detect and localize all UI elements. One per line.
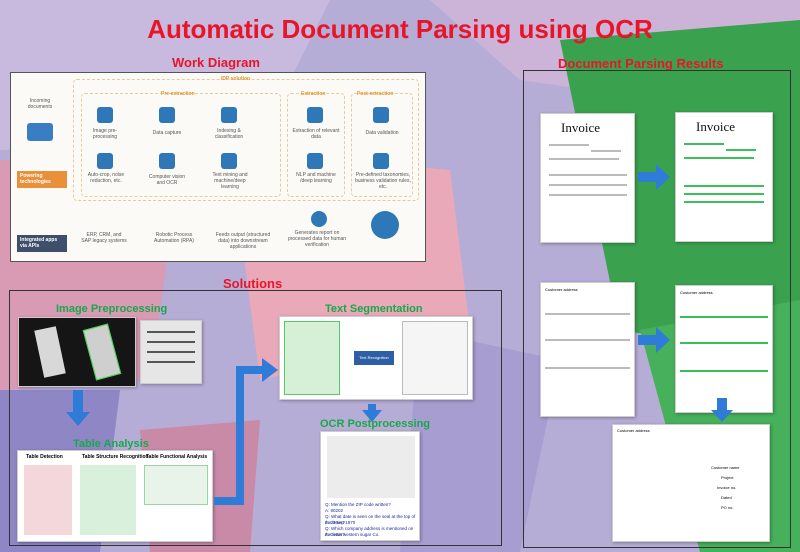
receipt-original: Customer address [540, 282, 635, 417]
table-analysis-image: Table Detection Table Structure Recognit… [17, 450, 213, 542]
step-taxonomies: Pre-defined taxonomies, business validat… [355, 172, 411, 190]
textmining-icon [221, 153, 237, 169]
results-title: Document Parsing Results [558, 56, 724, 71]
table-analysis-title: Table Analysis [73, 438, 149, 450]
output-date: Dated [721, 495, 732, 500]
validation-icon [373, 107, 389, 123]
pre-label: Pre-extraction [161, 91, 195, 97]
qa-q2: Q: What date is seen on the seal at the … [325, 514, 416, 525]
solutions-panel [9, 290, 502, 546]
integrated-label: Integrated apps via APIs [17, 235, 67, 252]
autocrop-icon [97, 153, 113, 169]
invoice-title: Invoice [561, 120, 600, 135]
structured-output: Customer address Customer name Project I… [612, 424, 770, 542]
output-customer-name: Customer name [711, 465, 740, 470]
page-title: Automatic Document Parsing using OCR [147, 14, 653, 44]
user-icon [311, 211, 327, 227]
step-capture: Data capture [152, 130, 182, 136]
qa-a3: A: Great western sugar Co. [325, 532, 380, 537]
data-capture-icon [159, 107, 175, 123]
image-pre-title: Image Preprocessing [56, 303, 168, 315]
step-validation: Data validation [365, 130, 399, 136]
customer-address-label: Customer address [545, 287, 578, 292]
powering-label: Powering technologies [17, 171, 67, 188]
idp-label: IDP solution [221, 76, 251, 82]
funnel-icon [307, 107, 323, 123]
invoice-original: Invoice [540, 113, 635, 243]
receipt-parsed: Customer address [675, 285, 773, 413]
cleaned-scan-image [140, 320, 202, 384]
idp-box [73, 79, 419, 201]
vision-icon [159, 153, 175, 169]
output-docs-icon [371, 211, 399, 239]
table-functional-label: Table Functional Analysis [146, 454, 208, 460]
step-cv: Computer vision and OCR [148, 174, 186, 186]
step-image-pre: Image pre-processing [92, 128, 118, 140]
output-project: Project [721, 475, 734, 480]
invoice-parsed-title: Invoice [696, 119, 735, 134]
work-diagram-panel: IDP solution Pre-extraction Extraction P… [10, 72, 426, 262]
step-extraction: Extraction of relevant data [292, 128, 340, 140]
results-panel [523, 70, 791, 548]
qa-q1: Q: Mention the ZIP code written? [325, 502, 391, 507]
invoice-parsed: Invoice [675, 112, 773, 242]
indexing-icon [221, 107, 237, 123]
step-textmining: Text mining and machine/deep learning [212, 172, 248, 190]
output-invoice-no: Invoice no. [717, 485, 737, 490]
documents-icon [27, 123, 53, 141]
step-erp: ERP, CRM, and SAP legacy systems [81, 232, 127, 244]
text-recognition-box: Text Recognition [354, 351, 394, 365]
text-seg-image: Text Recognition [279, 316, 473, 400]
extraction-box [287, 93, 345, 197]
step-nlp: NLP and machine /deep learning [296, 172, 336, 184]
taxonomy-icon [373, 153, 389, 169]
table-structure-label: Table Structure Recognition [82, 454, 149, 460]
qa-q3: Q: Which company address is mentioned on… [325, 526, 414, 537]
output-customer-address: Customer address [617, 428, 650, 433]
customer-address-parsed: Customer address [680, 290, 713, 295]
work-diagram-title: Work Diagram [172, 55, 260, 70]
ocr-post-title: OCR Postprocessing [320, 418, 431, 430]
pre-box [81, 93, 281, 197]
step-report: Generates report on processed data for h… [287, 230, 347, 248]
step-autocrop: Auto-crop, noise reduction, etc. [87, 172, 125, 184]
output-po: PO no. [721, 505, 734, 510]
qa-a1: A: 80202 [325, 508, 344, 513]
step-feeds: Feeds output (structured data) into down… [215, 232, 271, 250]
extraction-label: Extraction [301, 91, 326, 97]
dark-scan-image [18, 317, 136, 387]
table-detection-label: Table Detection [26, 454, 63, 460]
nlp-icon [307, 153, 323, 169]
qa-a2: A: 23 sep 1970 [325, 520, 356, 525]
image-preprocess-icon [97, 107, 113, 123]
post-box [351, 93, 413, 197]
solutions-title: Solutions [223, 276, 283, 291]
incoming-label: Incoming documents [27, 98, 53, 110]
step-indexing: Indexing & classification [214, 128, 244, 140]
step-rpa: Robotic Process Automation (RPA) [154, 232, 194, 244]
post-label: Post-extraction [357, 91, 394, 97]
text-seg-title: Text Segmentation [325, 303, 423, 315]
ocr-post-image: Q: Mention the ZIP code written? A: 8020… [320, 431, 420, 541]
